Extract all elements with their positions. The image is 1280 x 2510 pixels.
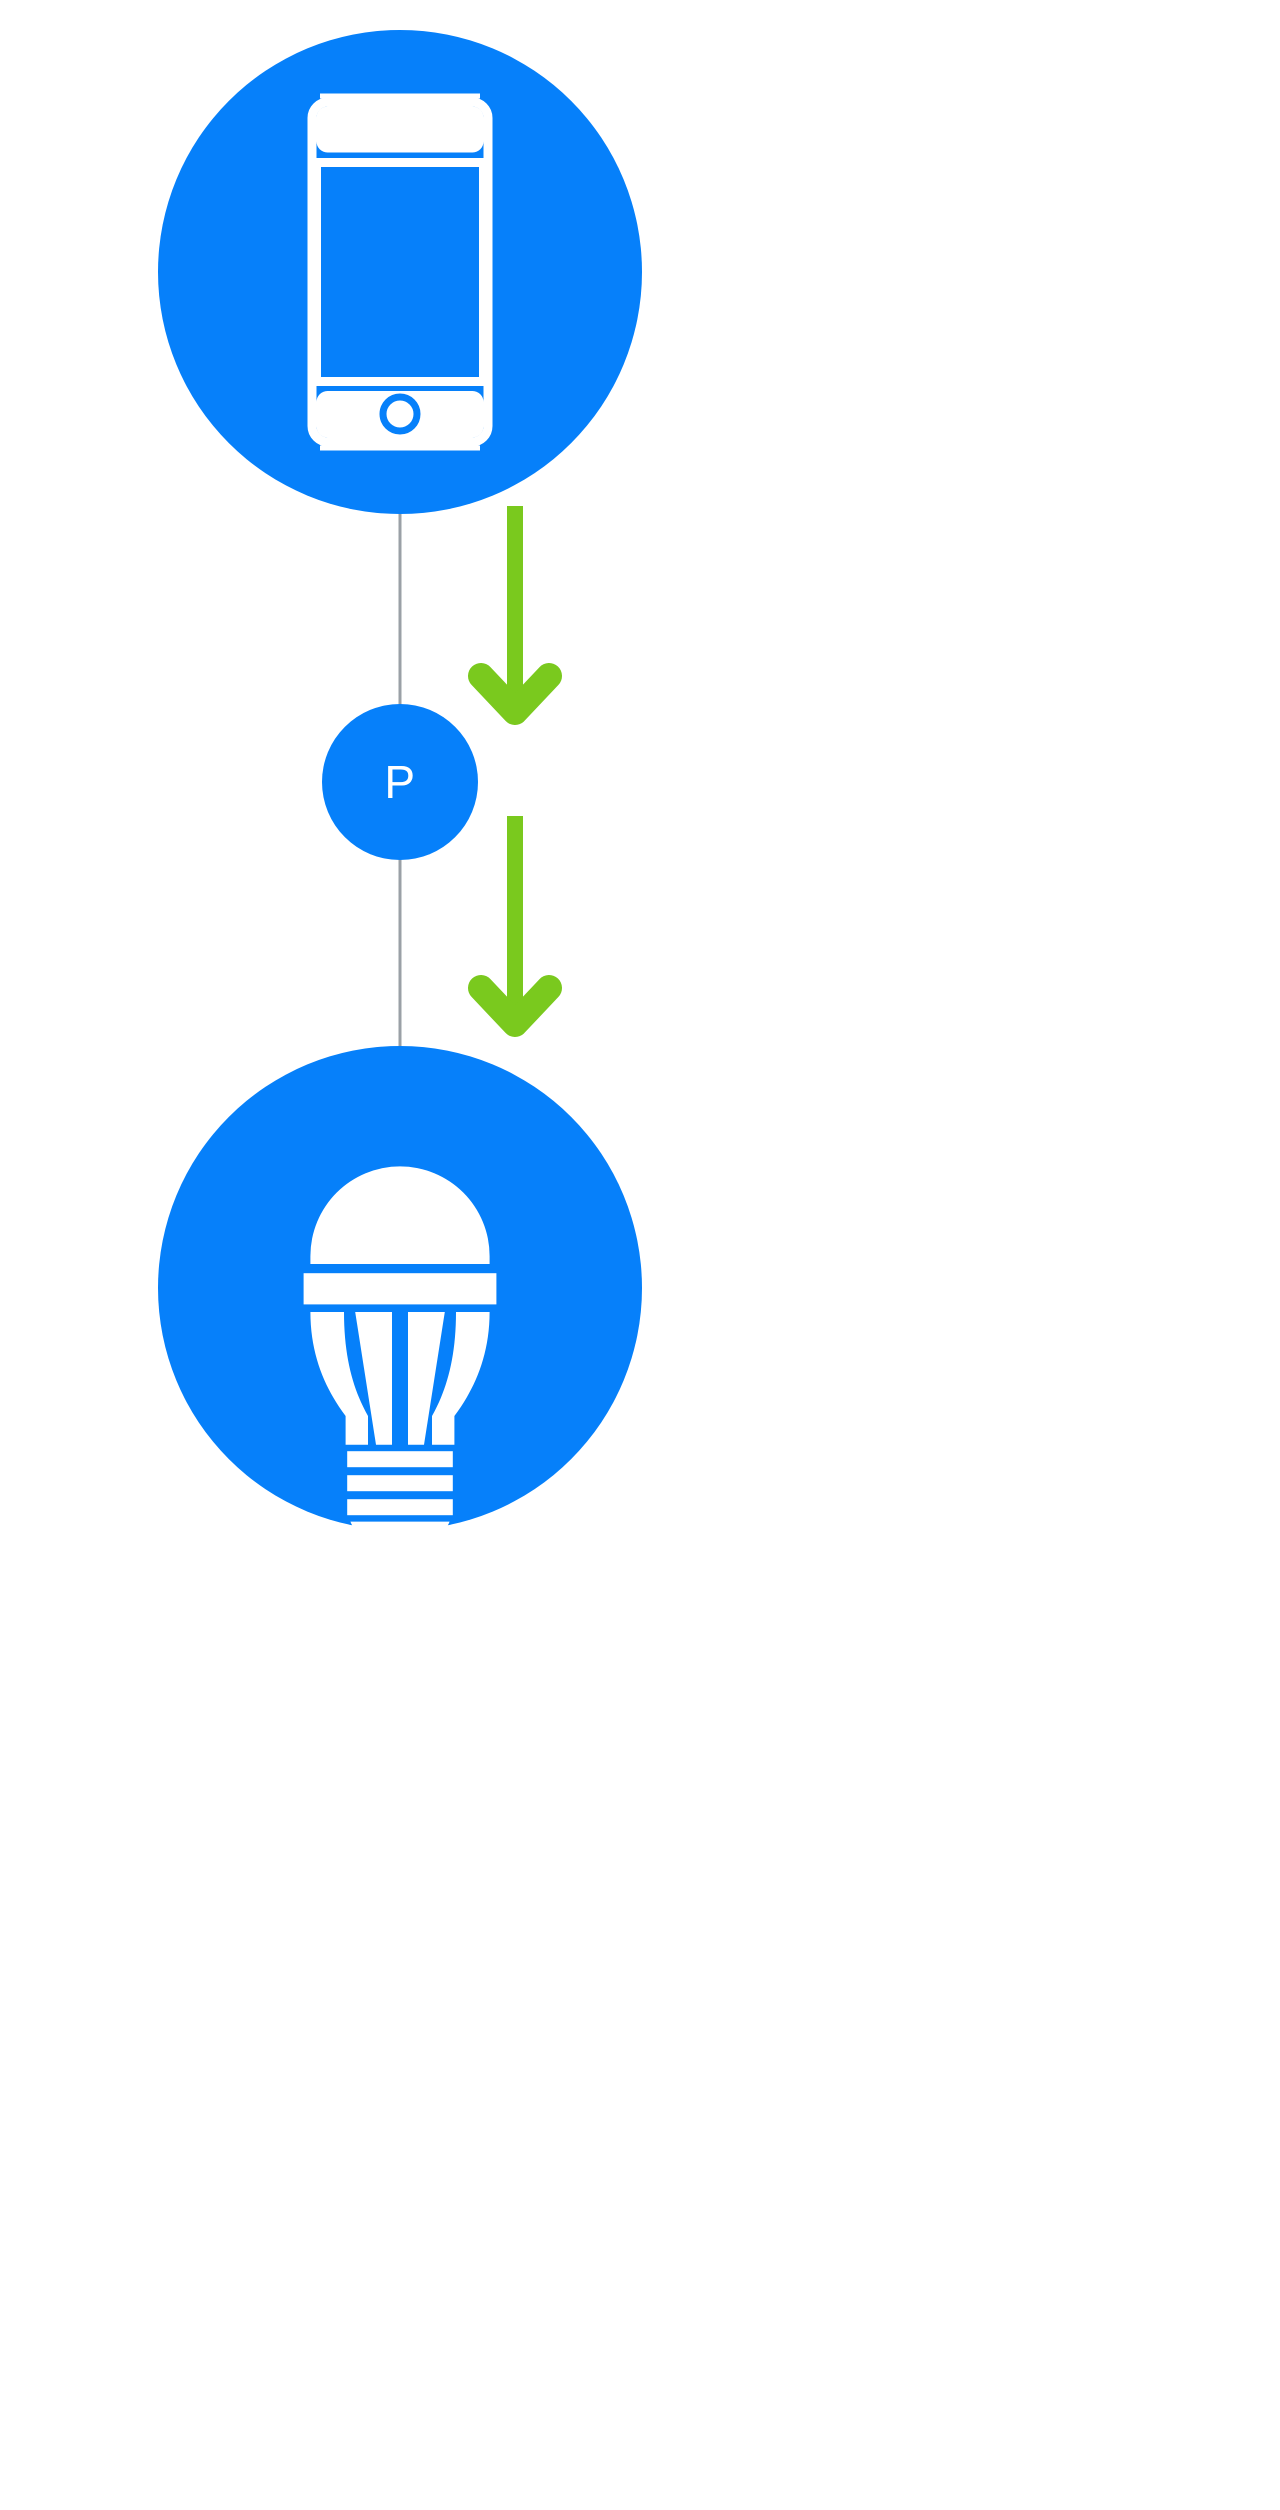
protocol-node-label: P	[384, 756, 415, 808]
protocol-node-circle[interactable]	[322, 704, 478, 860]
smartphone-node-circle[interactable]	[158, 30, 642, 514]
lightbulb-node[interactable]	[158, 1046, 642, 1563]
smartphone-node[interactable]	[158, 30, 642, 514]
flow-arrow-upper	[481, 506, 549, 712]
protocol-node[interactable]: P	[322, 704, 478, 860]
flow-arrow-lower	[481, 816, 549, 1024]
